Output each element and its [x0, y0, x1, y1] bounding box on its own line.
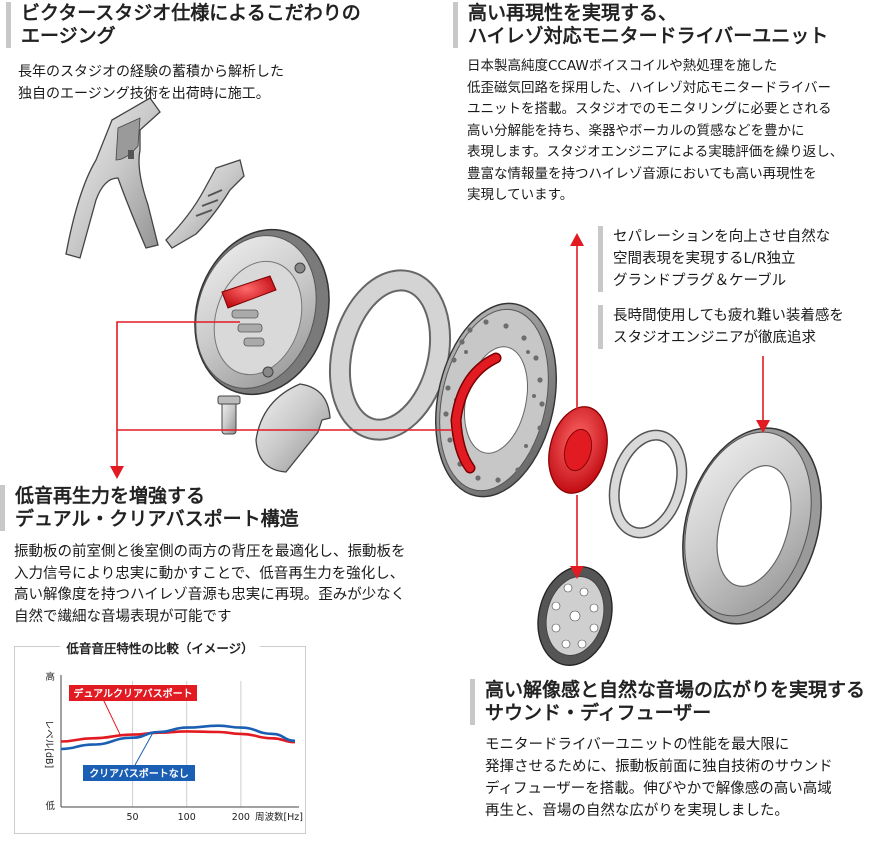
comfort-note-line: 長時間使用しても疲れ難い装着感を [613, 308, 844, 324]
bass-body-line: 自然で繊細な音場表現が可能です [14, 608, 232, 625]
aging-heading: ビクタースタジオ仕様によるこだわりの エージング [6, 2, 361, 48]
series-line [60, 724, 296, 751]
slider-arm-part [165, 159, 245, 249]
bass-pressure-chart: 50 100 200 高低 レベル[dB] 周波数[Hz] デュアルクリアバスポートクリアバ… [14, 641, 306, 834]
series-label: デュアルクリアバスポート [73, 687, 192, 700]
diffuser-body-line: モニタードライバーユニットの性能を最大限に [485, 737, 790, 753]
comfort-note-line: スタジオエンジニアが徹底追求 [613, 330, 816, 346]
y-low-label: 低 [45, 800, 55, 812]
driver-heading: 高い再現性を実現する、 ハイレゾ対応モニタードライバーユニット [453, 2, 828, 48]
comfort-note: 長時間使用しても疲れ難い装着感を スタジオエンジニアが徹底追求 [598, 305, 844, 349]
driver-body: 日本製高純度CCAWボイスコイルや熱処理を施した 低歪磁気回路を採用した、ハイレ… [467, 56, 843, 207]
x-axis-label: 周波数[Hz] [255, 811, 303, 823]
diffuser-heading: 高い解像感と自然な音場の広がりを実現する サウンド・ディフューザー [470, 679, 865, 725]
x-tick-label: 200 [232, 812, 250, 823]
diffuser-body-line: 発揮させるために、振動板前面に独自技術のサウンド [485, 759, 833, 775]
series-line [60, 730, 296, 744]
driver-body-line: 低歪磁気回路を採用した、ハイレゾ対応モニタードライバー [467, 79, 831, 96]
spacer-ring-part [328, 269, 452, 441]
aging-heading-line1: ビクタースタジオ仕様によるこだわりの [21, 2, 361, 24]
bass-body-line: 振動板の前室側と後室側の両方の背圧を最適化し、振動板を [14, 544, 406, 560]
driver-body-line: 豊富な情報量を持つハイレゾ音源においても高い再現性を [467, 165, 817, 182]
diffuser-body: モニタードライバーユニットの性能を最大限に 発揮させるために、振動板前面に独自技… [485, 734, 833, 822]
driver-body-line: 高い分解能を持ち、楽器やボーカルの質感などを豊かに [467, 122, 805, 139]
series-leader-line [134, 732, 154, 766]
hanger-fork-part [65, 97, 161, 259]
y-high-label: 高 [45, 671, 55, 683]
aging-body: 長年のスタジオの経験の蓄積から解析した 独自のエージング技術を出荷時に施工。 [18, 62, 284, 105]
driver-body-line: ユニットを搭載。スタジオでのモニタリングに必要とされる [467, 101, 832, 117]
driver-body-line: 日本製高純度CCAWボイスコイルや熱処理を施した [467, 58, 778, 74]
bass-heading-line2: デュアル・クリアバスポート構造 [15, 508, 299, 530]
separation-note-line: グランドプラグ＆ケーブル [613, 273, 787, 289]
chart-title: 低音音圧特性の比較（イメージ） [15, 638, 305, 657]
bass-body: 振動板の前室側と後室側の両方の背圧を最適化し、振動板を 入力信号により忠実に動か… [14, 542, 406, 628]
driver-baffle-part [435, 302, 557, 498]
diffuser-heading-line1: 高い解像感と自然な音場の広がりを実現する [485, 679, 866, 701]
separation-note-line: 空間表現を実現するL/R独立 [613, 251, 796, 267]
chart-title-text: 低音音圧特性の比較（イメージ） [60, 641, 260, 656]
callout-lines [116, 246, 764, 566]
diffuser-body-line: 再生と、音場の自然な広がりを実現しました。 [485, 803, 789, 819]
callout-arrowheads [110, 233, 770, 579]
aging-heading-line2: エージング [21, 25, 116, 47]
ear-pad-part [682, 427, 822, 625]
driver-body-line: 実現しています。 [467, 187, 574, 203]
separation-note: セパレーションを向上させ自然な 空間表現を実現するL/R独立 グランドプラグ＆ケ… [598, 226, 830, 292]
aging-body-line: 長年のスタジオの経験の蓄積から解析した [18, 64, 284, 80]
diffuser-body-line: ディフューザーを搭載。伸びやかで解像感の高い高域 [485, 781, 832, 797]
chart-plot: 50 100 200 高低 レベル[dB] 周波数[Hz] デュアルクリアバスポートクリアバ… [43, 671, 303, 823]
clip-ring-part [608, 429, 688, 539]
series-leader-line [102, 698, 122, 737]
x-tick-label: 50 [127, 812, 139, 823]
bass-heading: 低音再生力を増強する デュアル・クリアバスポート構造 [0, 485, 299, 531]
back-plate-part [255, 383, 331, 473]
aging-body-line: 独自のエージング技術を出荷時に施工。 [18, 85, 270, 102]
front-grille-part [537, 566, 613, 666]
driver-heading-line2: ハイレゾ対応モニタードライバーユニット [468, 25, 829, 47]
series-label: クリアバスポートなし [89, 767, 189, 780]
housing-cup-part [194, 228, 330, 396]
x-tick-label: 100 [178, 812, 196, 823]
series-tag [69, 685, 197, 701]
y-axis-label: レベル[dB] [43, 720, 54, 768]
bass-body-line: 入力信号により忠実に動かすことで、低音再生力を強化し、 [14, 565, 405, 582]
driver-heading-line1: 高い再現性を実現する、 [468, 2, 678, 24]
diffuser-heading-line2: サウンド・ディフューザー [485, 702, 712, 724]
bass-body-line: 高い解像度を持つハイレゾ音源も忠実に再現。歪みが少なく [14, 587, 406, 603]
bass-heading-line1: 低音再生力を増強する [15, 485, 206, 507]
driver-body-line: 表現します。スタジオエンジニアによる実聴評価を繰り返し、 [467, 144, 844, 160]
series-tag [83, 765, 195, 781]
sound-diffuser-part [548, 406, 608, 494]
plug-part [217, 395, 241, 435]
separation-note-line: セパレーションを向上させ自然な [613, 229, 831, 245]
